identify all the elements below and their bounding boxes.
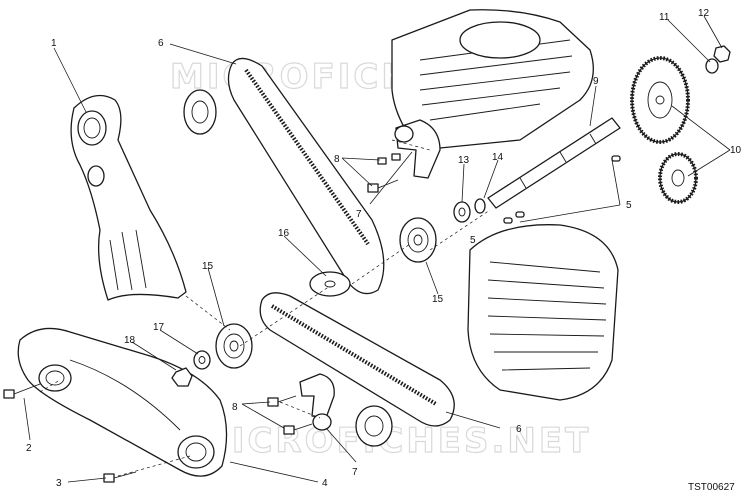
callout-9: 9 [593,76,599,87]
lower-belt-cover [17,327,228,477]
callout-6-lower: 6 [516,424,522,435]
bolts-8-upper [367,153,401,193]
lower-cylinder-head [467,224,619,401]
callout-10: 10 [730,145,742,156]
washer-11 [705,58,719,74]
ring-14 [474,198,486,214]
upper-cylinder-head [391,9,594,151]
upper-belt-cover [70,94,187,301]
callout-2: 2 [26,443,32,454]
lower-pulley-15 [215,323,253,369]
upper-tensioner [394,119,441,179]
watermark-bottom: MICROFICHES.NET [195,421,591,461]
callout-7-upper: 7 [356,209,362,220]
washer-17 [193,350,211,370]
callout-8-upper: 8 [334,154,340,165]
callout-8-lower: 8 [232,402,238,413]
callout-3: 3 [56,478,62,489]
callout-14: 14 [492,152,504,163]
bolts-8-lower [267,395,313,435]
nut-18 [171,367,193,387]
lower-timing-belt [259,292,455,427]
callout-18: 18 [124,335,136,346]
camshaft-small-gear [658,152,698,204]
callout-5-lower: 5 [470,235,476,246]
camshaft [487,117,621,209]
bolt-3 [103,471,137,483]
spacer-16 [309,271,351,297]
washer-13 [453,201,471,223]
callout-15-left: 15 [202,261,214,272]
callout-11: 11 [659,12,670,23]
callout-7-lower: 7 [352,467,358,478]
callout-6-upper: 6 [158,38,164,49]
drawing-code: TST00627 [688,482,735,493]
lower-right-pulley [355,405,393,447]
callout-13: 13 [458,155,470,166]
upper-pulley-15 [399,217,437,263]
camshaft-large-gear [630,56,690,144]
bolt-2 [3,383,41,399]
callout-16: 16 [278,228,290,239]
callout-5-upper: 5 [626,200,632,211]
callout-12: 12 [698,8,710,19]
nut-12 [713,45,731,63]
lower-tensioner [299,373,335,431]
callout-1: 1 [51,38,57,49]
upper-timing-belt [227,57,385,295]
callout-17: 17 [153,322,165,333]
upper-left-pulley [183,89,217,135]
callout-15-right: 15 [432,294,444,305]
callout-4: 4 [322,478,328,489]
keys-5 [503,155,621,224]
